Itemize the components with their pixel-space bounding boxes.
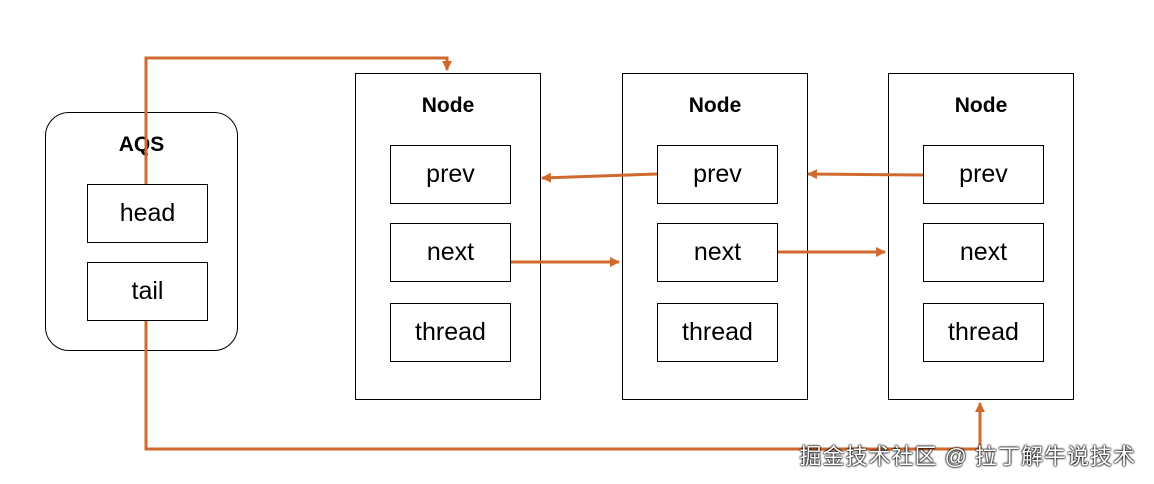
node-title: Node: [954, 94, 1008, 117]
node-thread-field: thread: [390, 303, 511, 362]
node-next-field: next: [657, 223, 778, 282]
node-thread-field: thread: [923, 303, 1044, 362]
node-next-field: next: [923, 223, 1044, 282]
aqs-head-field: head: [87, 184, 208, 243]
watermark-text: 掘金技术社区 @ 拉丁解牛说技术: [799, 444, 1136, 469]
node-prev-field: prev: [923, 145, 1044, 204]
node-box-3: Node prev next thread: [888, 73, 1074, 400]
node-title: Node: [421, 94, 475, 117]
node-title: Node: [688, 94, 742, 117]
node-prev-field: prev: [390, 145, 511, 204]
node-thread-field: thread: [657, 303, 778, 362]
node-box-1: Node prev next thread: [355, 73, 541, 400]
tail-pointer-arrow: [144, 321, 985, 451]
aqs-tail-field: tail: [87, 262, 208, 321]
aqs-box: AQS head tail: [45, 112, 238, 351]
aqs-title: AQS: [118, 133, 165, 156]
node-next-field: next: [390, 223, 511, 282]
node-prev-field: prev: [657, 145, 778, 204]
node-box-2: Node prev next thread: [622, 73, 808, 400]
